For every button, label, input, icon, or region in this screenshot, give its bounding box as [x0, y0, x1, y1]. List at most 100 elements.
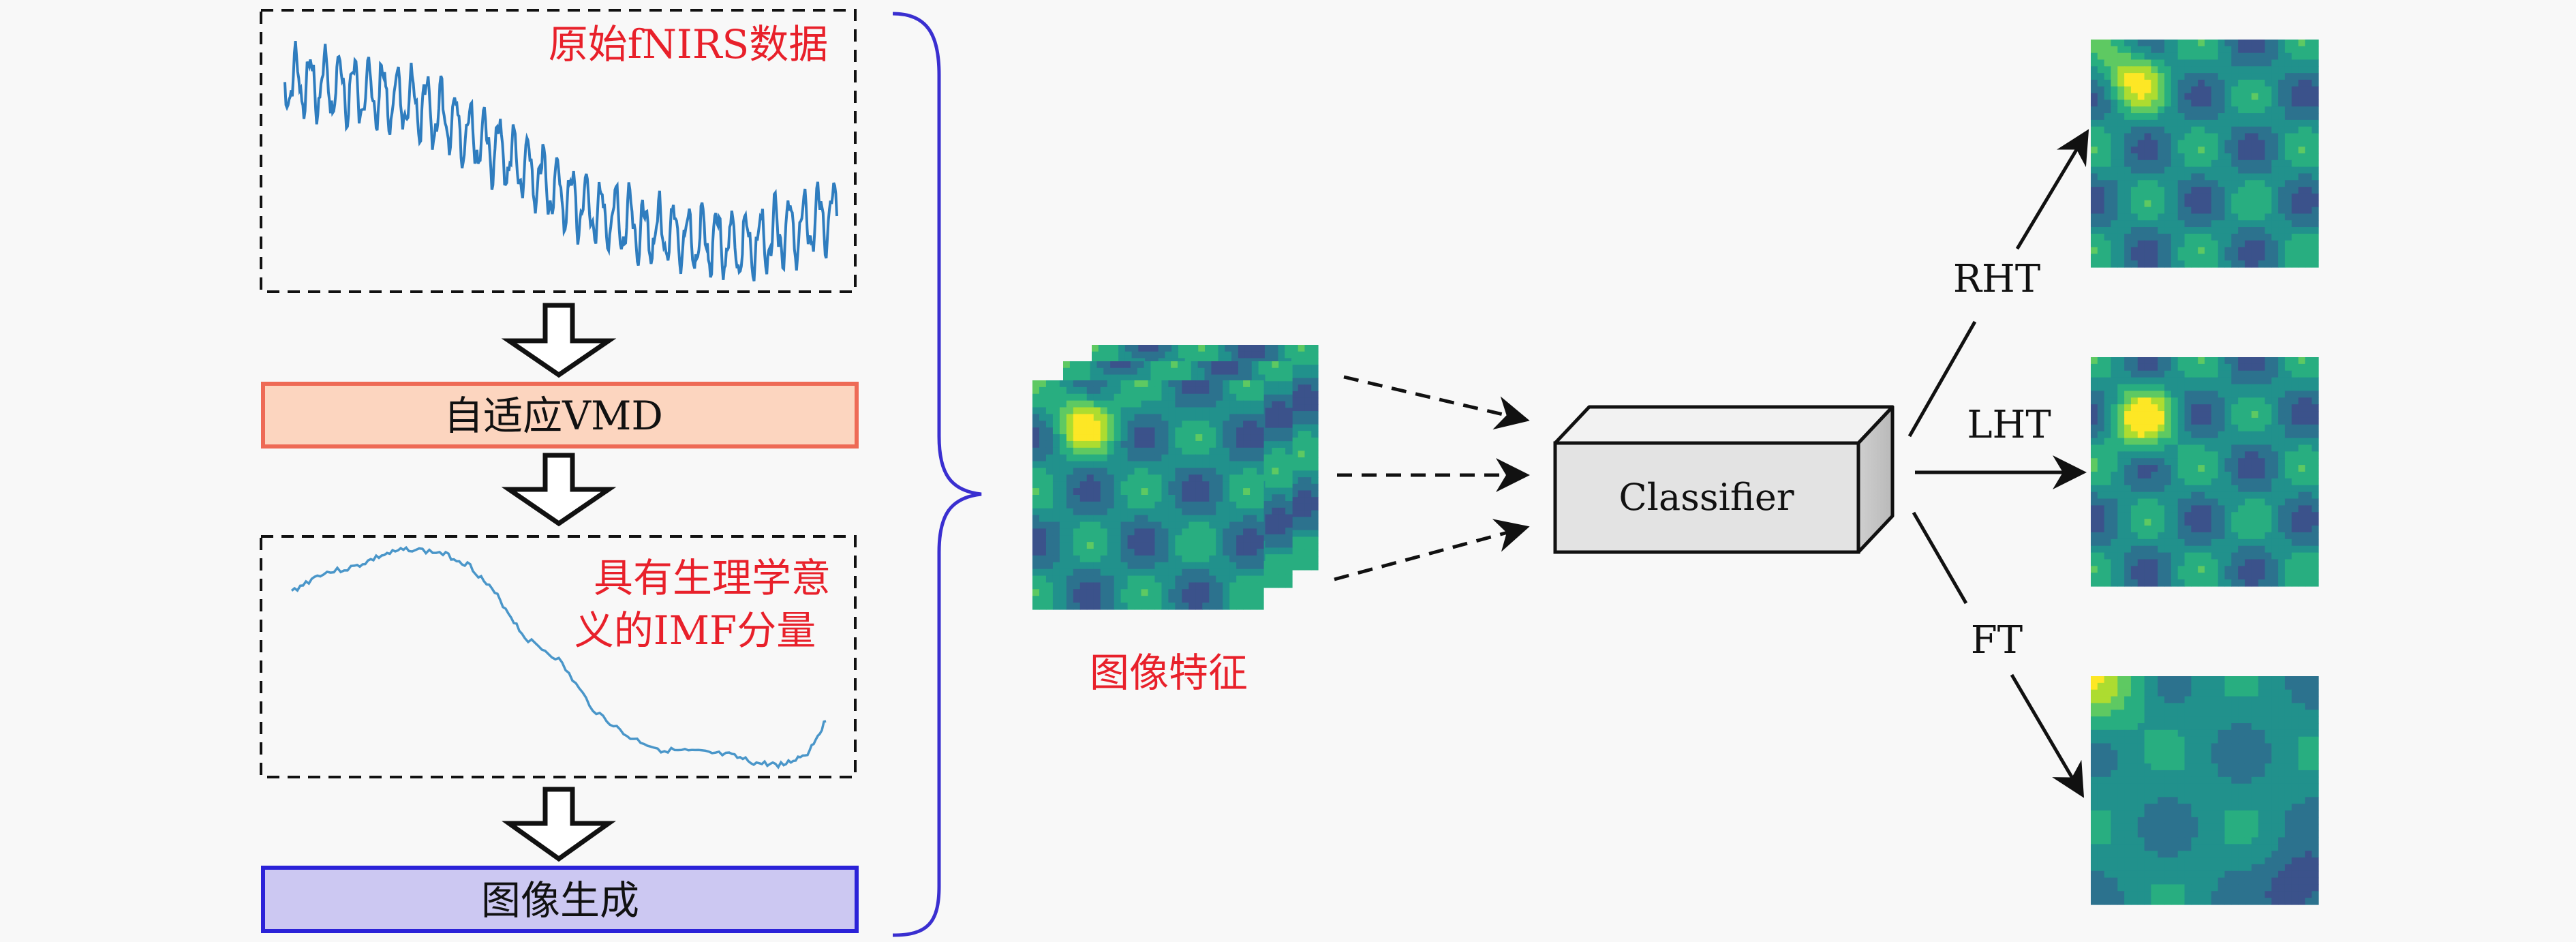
heatmap-cell — [1168, 596, 1176, 603]
heatmap-cell — [2258, 193, 2266, 201]
heatmap-cell — [1250, 440, 1257, 449]
heatmap-cell — [2191, 240, 2198, 248]
heatmap-cell — [1202, 596, 1210, 603]
heatmap-cell — [2151, 357, 2158, 365]
heatmap-cell — [1127, 468, 1135, 475]
heatmap-cell — [2137, 133, 2145, 140]
heatmap-cell — [2144, 227, 2152, 234]
heatmap-cell — [1223, 596, 1230, 603]
heatmap-cell — [1195, 440, 1203, 449]
heatmap-cell — [2158, 193, 2165, 201]
heatmap-cell — [2177, 153, 2186, 161]
heatmap-cell — [2258, 377, 2266, 385]
heatmap-cell — [1161, 421, 1169, 428]
heatmap-cell — [1175, 521, 1182, 530]
heatmap-cell — [1209, 589, 1216, 596]
heatmap-cell — [1093, 515, 1101, 523]
heatmap-cell — [2198, 119, 2205, 127]
heatmap-cell — [1079, 461, 1088, 469]
heatmap-cell — [2258, 147, 2266, 154]
heatmap-cell — [2271, 240, 2279, 248]
heatmap-cell — [2184, 180, 2192, 187]
heatmap-cell — [1236, 447, 1244, 455]
heatmap-cell — [1209, 535, 1216, 543]
heatmap-cell — [1073, 535, 1081, 543]
heatmap-cell — [1079, 501, 1088, 509]
heatmap-cell — [1278, 507, 1286, 515]
heatmap-cell — [1127, 386, 1135, 395]
heatmap-cell — [2097, 193, 2105, 201]
heatmap-cell — [2211, 59, 2219, 67]
heatmap-cell — [2171, 119, 2179, 127]
heatmap-cell — [2284, 363, 2293, 371]
image-feature-stack: 图像特征 — [1032, 345, 1319, 696]
heatmap-cell — [1045, 488, 1054, 496]
heatmap-cell — [1120, 495, 1129, 502]
heatmap-cell — [2205, 193, 2212, 201]
heatmap-cell — [1265, 541, 1272, 549]
heatmap-cell — [2158, 126, 2165, 134]
heatmap-cell — [2091, 213, 2098, 221]
heatmap-cell — [2224, 227, 2232, 234]
heatmap-cell — [1141, 414, 1149, 421]
heatmap-cell — [1066, 603, 1074, 610]
heatmap-cell — [1189, 400, 1196, 408]
heatmap-cell — [1127, 521, 1135, 530]
heatmap-cell — [2244, 254, 2252, 261]
heatmap-cell — [1243, 603, 1251, 610]
heatmap-cell — [2312, 140, 2319, 147]
heatmap-cell — [2191, 140, 2198, 147]
heatmap-cell — [2271, 391, 2279, 398]
heatmap-cell — [2151, 417, 2158, 425]
heatmap-cell — [2117, 254, 2125, 261]
heatmap-cell — [1114, 414, 1122, 421]
heatmap-cell — [1216, 542, 1223, 549]
heatmap-cell — [2137, 233, 2145, 241]
heatmap-cell — [2198, 159, 2205, 168]
heatmap-cell — [1264, 351, 1272, 359]
heatmap-cell — [2305, 173, 2312, 181]
heatmap-cell — [1189, 582, 1196, 590]
heatmap-cell — [1250, 400, 1257, 408]
heatmap-cell — [1195, 454, 1203, 462]
heatmap-cell — [2198, 404, 2205, 412]
heatmap-cell — [2278, 133, 2286, 140]
heatmap-cell — [2211, 93, 2219, 101]
heatmap-cell — [1298, 543, 1306, 551]
heatmap-cell — [1189, 440, 1196, 449]
heatmap-cell — [1189, 542, 1196, 549]
heatmap-cell — [2137, 384, 2145, 392]
heatmap-cell — [2151, 173, 2158, 181]
heatmap-cell — [2305, 106, 2312, 114]
heatmap-cell — [2144, 46, 2152, 54]
heatmap-cell — [1134, 542, 1142, 549]
heatmap-cell — [2124, 397, 2132, 405]
heatmap-cell — [1086, 461, 1094, 469]
heatmap-cell — [2124, 93, 2132, 101]
heatmap-cell — [1202, 407, 1210, 415]
heatmap-cell — [2291, 100, 2299, 107]
heatmap-cell — [2151, 213, 2158, 221]
heatmap-cell — [2111, 66, 2118, 74]
heatmap-cell — [2151, 153, 2158, 161]
heatmap-cell — [1059, 434, 1067, 442]
heatmap-cell — [1250, 421, 1257, 428]
heatmap-cell — [1285, 447, 1293, 455]
heatmap-cell — [2231, 247, 2239, 254]
heatmap-cell — [2151, 140, 2158, 147]
heatmap-cell — [2238, 126, 2245, 134]
heatmap-cell — [1304, 371, 1312, 379]
heatmap-cell — [1182, 468, 1189, 475]
heatmap-cell — [1243, 468, 1251, 475]
heatmap-cell — [1195, 414, 1203, 421]
heatmap-cell — [2137, 159, 2145, 168]
heatmap-cell — [1114, 589, 1122, 596]
heatmap-cell — [1229, 508, 1237, 516]
heatmap-cell — [2291, 260, 2299, 268]
heatmap-cell — [2244, 357, 2252, 365]
heatmap-cell — [2171, 207, 2179, 215]
heatmap-cell — [2198, 391, 2205, 398]
heatmap-cell — [2238, 254, 2245, 261]
heatmap-cell — [2224, 100, 2232, 107]
heatmap-cell — [2205, 126, 2212, 134]
